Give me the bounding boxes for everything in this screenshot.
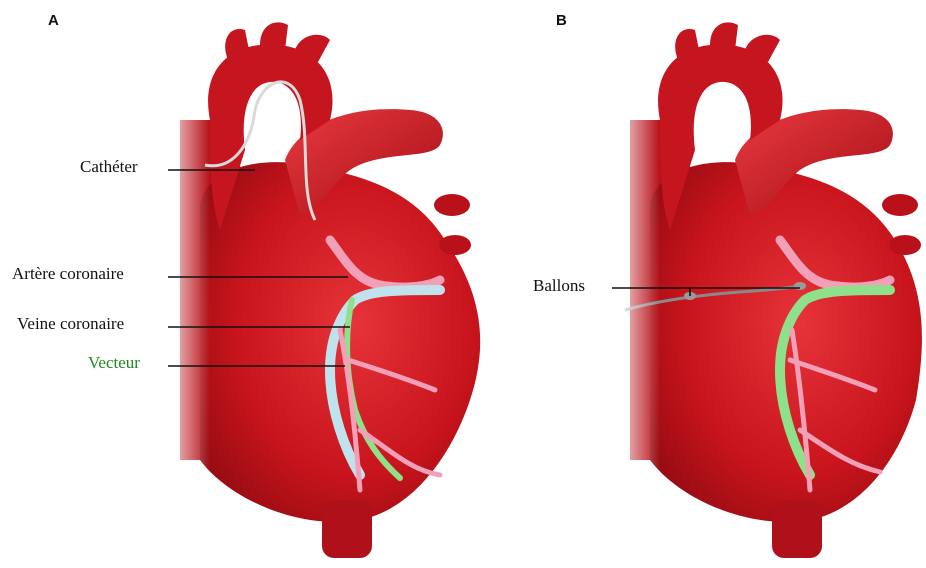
arch-branch-1-a xyxy=(225,29,250,60)
fade-b xyxy=(610,110,660,510)
panel-letter-b: B xyxy=(556,12,567,29)
label-ballons: Ballons xyxy=(533,276,585,296)
pulm-vein-2-a xyxy=(439,235,471,255)
inferior-vessel-a xyxy=(322,500,372,558)
label-coronary-vein: Veine coronaire xyxy=(17,314,124,334)
arch-branch-1-b xyxy=(675,29,700,60)
pulm-vein-1-a xyxy=(434,194,470,216)
inferior-vessel-b xyxy=(772,500,822,558)
label-vector: Vecteur xyxy=(88,353,140,373)
heart-a xyxy=(160,22,480,558)
pulm-vein-1-b xyxy=(882,194,918,216)
heart-b xyxy=(610,22,922,558)
label-coronary-artery: Artère coronaire xyxy=(12,264,124,284)
label-catheter: Cathéter xyxy=(80,157,138,177)
pulm-vein-2-b xyxy=(889,235,921,255)
panel-letter-a: A xyxy=(48,12,59,29)
